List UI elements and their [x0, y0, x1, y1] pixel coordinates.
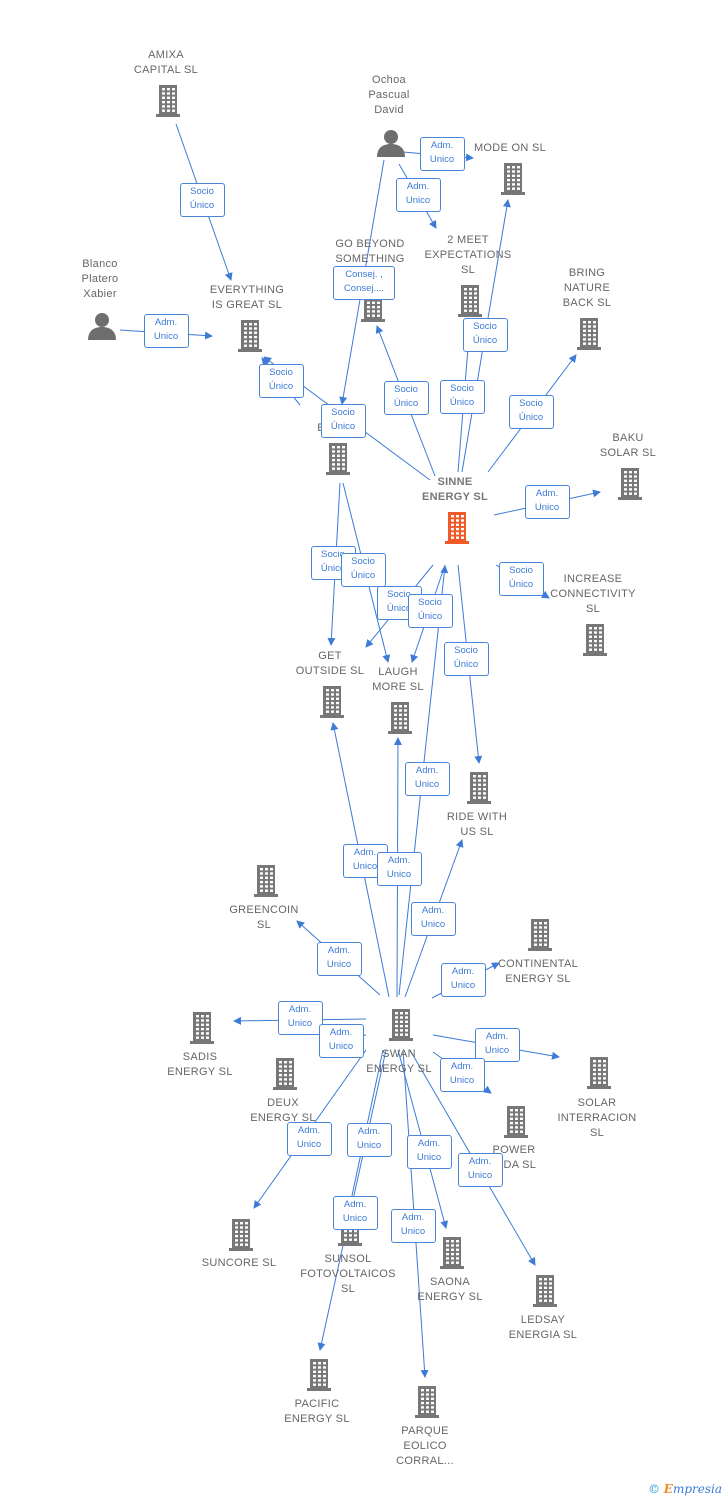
building-icon — [234, 318, 266, 359]
edge-label-sinne-bringnature[interactable]: Socio Único — [508, 395, 554, 429]
node-label-saona[interactable]: SAONA ENERGY SL — [417, 1276, 483, 1303]
node-label-greencoin[interactable]: GREENCOIN SL — [229, 904, 299, 931]
building-icon — [269, 1056, 301, 1097]
building-icon — [316, 684, 348, 725]
edge-label-sinne-increase[interactable]: Socio Único — [498, 562, 544, 596]
node-label-swan[interactable]: SWAN ENERGY SL — [366, 1048, 432, 1075]
edge-label-sinne-laughmore[interactable]: Socio Único — [407, 594, 453, 628]
edge-label-amixa-everything[interactable]: Socio Único — [179, 183, 225, 217]
building-icon — [384, 700, 416, 741]
node-label-bringnature[interactable]: BRING NATURE BACK SL — [562, 267, 612, 309]
building-icon — [186, 1010, 218, 1051]
node-label-everything[interactable]: EVERYTHING IS GREAT SL — [209, 284, 285, 311]
edge-label-swan-pacific[interactable]: Adm. Unico — [332, 1196, 378, 1230]
building-icon — [583, 1055, 615, 1096]
building-icon — [529, 1273, 561, 1314]
edge-label-swan-greencoin[interactable]: Adm. Unico — [316, 942, 362, 976]
building-icon — [385, 1007, 417, 1048]
node-label-baku[interactable]: BAKU SOLAR SL — [599, 432, 657, 459]
node-label-modeon[interactable]: MODE ON SL — [473, 142, 547, 154]
node-label-continental[interactable]: CONTINENTAL ENERGY SL — [497, 958, 579, 985]
node-label-amixa[interactable]: AMIXA CAPITAL SL — [133, 49, 199, 76]
building-icon — [573, 316, 605, 357]
edge-label-swan-laughmore[interactable]: Adm. Unico — [376, 852, 422, 886]
node-label-blanco[interactable]: Blanco Platero Xabier — [81, 258, 119, 300]
building-icon — [614, 466, 646, 507]
building-icon — [436, 1235, 468, 1276]
edge-label-ene-everything[interactable]: Socio Único — [258, 364, 304, 398]
edge-label-swan-continental[interactable]: Adm. Unico — [440, 963, 486, 997]
edge-label-ochoa-modeon[interactable]: Adm. Unico — [419, 137, 465, 171]
node-label-ledsay[interactable]: LEDSAY ENERGIA SL — [508, 1314, 578, 1341]
copyright-icon: © — [647, 1482, 660, 1496]
edge-label-swan-power[interactable]: Adm. Unico — [439, 1058, 485, 1092]
edge-label-swan-saona[interactable]: Adm. Unico — [406, 1135, 452, 1169]
person-icon — [87, 311, 117, 346]
building-icon — [463, 770, 495, 811]
highlighted-building-icon — [441, 510, 473, 551]
edge-label-ene-laughmore[interactable]: Socio Único — [340, 553, 386, 587]
edge-label-sinne-gobeyond[interactable]: Socio Único — [383, 381, 429, 415]
node-label-sunsol[interactable]: SUNSOL FOTOVOLTAICOS SL — [300, 1253, 396, 1295]
edge-label-sinne-ridewithus[interactable]: Socio Único — [443, 642, 489, 676]
building-icon — [250, 863, 282, 904]
edge-label-swan-sunsol[interactable]: Adm. Unico — [346, 1123, 392, 1157]
empresia-logo: Empresia — [663, 1482, 722, 1496]
building-icon — [500, 1104, 532, 1145]
node-label-getoutside[interactable]: GET OUTSIDE SL — [295, 650, 365, 677]
edge-label-ene-getoutside[interactable]: Socio Único — [310, 546, 356, 580]
building-icon — [303, 1357, 335, 1398]
node-label-gobeyond[interactable]: GO BEYOND SOMETHING — [335, 238, 405, 265]
node-label-pacific[interactable]: PACIFIC ENERGY SL — [284, 1398, 350, 1425]
edge-label-sinne-twomeet[interactable]: Socio Único — [439, 380, 485, 414]
edge-label-sinne-everything[interactable]: Socio Único — [320, 404, 366, 438]
building-icon — [454, 283, 486, 324]
edge-label-swan-ledsay[interactable]: Adm. Unico — [457, 1153, 503, 1187]
node-label-sinne[interactable]: SINNE ENERGY SL — [421, 476, 489, 503]
copyright-notice: © Empresia — [648, 1482, 722, 1496]
building-icon — [411, 1384, 443, 1425]
edge-label-swan-solar[interactable]: Adm. Unico — [474, 1028, 520, 1062]
edge-label-swan-ridewithus[interactable]: Adm. Unico — [410, 902, 456, 936]
edge-label-sinne-baku[interactable]: Adm. Unico — [524, 485, 570, 519]
edge-label-swan-parque[interactable]: Adm. Unico — [390, 1209, 436, 1243]
edge-label-swan-suncore[interactable]: Adm. Unico — [286, 1122, 332, 1156]
node-label-suncore[interactable]: SUNCORE SL — [201, 1257, 277, 1269]
building-icon — [497, 161, 529, 202]
node-label-increase[interactable]: INCREASE CONNECTIVITY SL — [550, 573, 636, 615]
node-label-ridewithus[interactable]: RIDE WITH US SL — [446, 811, 508, 838]
person-icon — [376, 128, 406, 163]
edge-label-swan-sadis[interactable]: Adm. Unico — [277, 1001, 323, 1035]
node-label-deux[interactable]: DEUX ENERGY SL — [250, 1097, 316, 1124]
edge-label-ochoa-ene[interactable]: Consej. , Consej.... — [333, 266, 395, 300]
edge-label-ochoa-twomeet[interactable]: Adm. Unico — [395, 178, 441, 212]
edge-label-swan-sinne[interactable]: Adm. Unico — [404, 762, 450, 796]
node-label-sadis[interactable]: SADIS ENERGY SL — [167, 1051, 233, 1078]
building-icon — [524, 917, 556, 958]
edge-label-sinne-modeon[interactable]: Socio Único — [462, 318, 508, 352]
node-label-laughmore[interactable]: LAUGH MORE SL — [372, 666, 424, 693]
node-label-twomeet[interactable]: 2 MEET EXPECTATIONS SL — [424, 234, 512, 276]
edge-label-swan-deux[interactable]: Adm. Unico — [318, 1024, 364, 1058]
node-label-solar[interactable]: SOLAR INTERRACION SL — [557, 1097, 637, 1139]
building-icon — [225, 1217, 257, 1258]
node-label-ochoa[interactable]: Ochoa Pascual David — [368, 74, 410, 116]
edge-label-blanco-everything[interactable]: Adm. Unico — [143, 314, 189, 348]
building-icon — [152, 83, 184, 124]
building-icon — [322, 441, 354, 482]
building-icon — [579, 622, 611, 663]
node-label-parque[interactable]: PARQUE EOLICO CORRAL... — [396, 1425, 454, 1467]
